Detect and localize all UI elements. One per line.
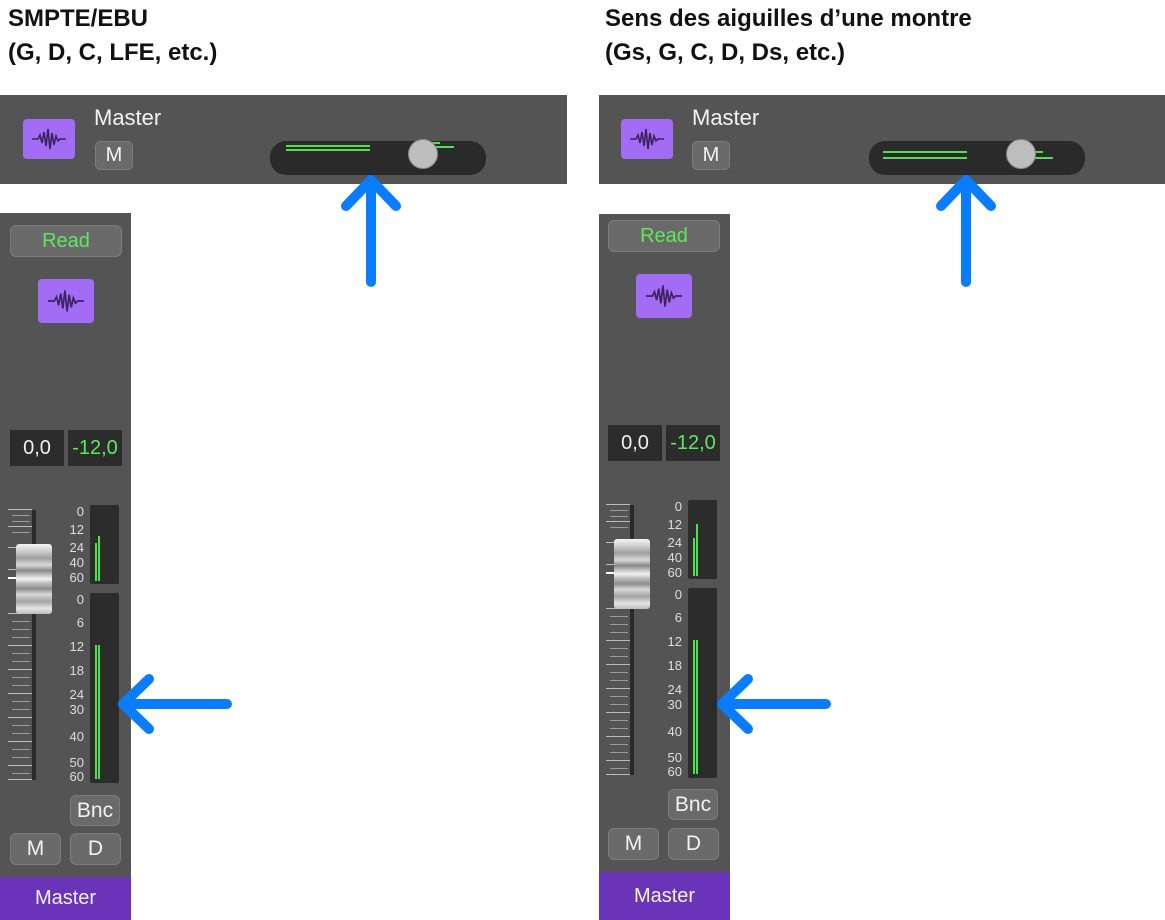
- bounce-button[interactable]: Bnc: [668, 789, 718, 820]
- track-name-bar[interactable]: Master: [599, 872, 730, 920]
- upper-level-meter: [90, 505, 119, 584]
- left-track-header[interactable]: Master M: [0, 95, 567, 184]
- meter-bar: [98, 645, 100, 779]
- meter-bar: [696, 640, 698, 774]
- right-title-line1: Sens des aiguilles d’une montre: [605, 5, 972, 32]
- volume-fader-knob[interactable]: [16, 544, 52, 614]
- lower-meter-scale: 0 6 12 18 24 30 40 50 60: [56, 593, 90, 783]
- volume-value[interactable]: 0,0: [608, 425, 662, 461]
- pan-level-line: [286, 149, 370, 151]
- meter-scale-label: 50: [667, 750, 682, 765]
- volume-value[interactable]: 0,0: [10, 430, 64, 466]
- unity-gain-marker: [8, 577, 18, 579]
- meter-scale-label: 0: [76, 592, 84, 607]
- meter-bar: [98, 536, 100, 581]
- upper-meter-scale: 0 12 24 40 60: [56, 505, 90, 585]
- pan-puck[interactable]: [408, 139, 438, 169]
- meter-bar: [95, 543, 97, 581]
- meter-scale-label: 40: [69, 555, 84, 570]
- arrow-up-icon: [341, 175, 401, 287]
- lower-meter-scale: 0 6 12 18 24 30 40 50 60: [654, 588, 688, 778]
- lower-level-meter: [90, 593, 119, 783]
- surround-pan-control[interactable]: [869, 139, 1085, 175]
- waveform-icon: [636, 274, 692, 318]
- meter-scale-label: 24: [667, 535, 682, 550]
- meter-scale-label: 60: [69, 769, 84, 784]
- meter-scale-label: 12: [69, 639, 84, 654]
- left-title-line2: (G, D, C, LFE, etc.): [8, 39, 218, 66]
- meter-scale-label: 60: [667, 764, 682, 779]
- meter-scale-label: 12: [69, 522, 84, 537]
- meter-scale-label: 18: [667, 658, 682, 673]
- meter-scale-label: 24: [69, 687, 84, 702]
- mute-button[interactable]: M: [692, 141, 730, 170]
- meter-scale-label: 18: [69, 663, 84, 678]
- meter-scale-label: 6: [76, 615, 84, 630]
- dim-button[interactable]: D: [668, 828, 719, 860]
- fader-track: [32, 510, 36, 780]
- peak-value[interactable]: -12,0: [68, 430, 122, 466]
- meter-bar: [696, 524, 698, 576]
- meter-scale-label: 60: [667, 565, 682, 580]
- meter-scale-label: 60: [69, 570, 84, 585]
- meter-scale-label: 30: [69, 702, 84, 717]
- left-title-line1: SMPTE/EBU: [8, 5, 149, 32]
- meter-scale-label: 0: [674, 499, 682, 514]
- upper-level-meter: [688, 500, 717, 579]
- meter-scale-label: 40: [667, 724, 682, 739]
- meter-scale-label: 0: [674, 587, 682, 602]
- meter-scale-label: 30: [667, 697, 682, 712]
- track-name-label: Master: [94, 105, 162, 130]
- meter-bar: [693, 640, 695, 774]
- meter-bar: [693, 538, 695, 576]
- pan-level-line: [883, 151, 967, 153]
- arrow-left-icon: [717, 674, 831, 734]
- meter-scale-label: 24: [69, 540, 84, 555]
- unity-gain-marker: [606, 572, 616, 574]
- fader-track: [630, 505, 634, 775]
- meter-scale-label: 6: [674, 610, 682, 625]
- waveform-icon: [621, 119, 673, 159]
- arrow-left-icon: [118, 674, 232, 734]
- lower-level-meter: [688, 588, 717, 778]
- arrow-up-icon: [936, 175, 996, 287]
- pan-level-line: [422, 146, 454, 148]
- dim-button[interactable]: D: [70, 833, 121, 865]
- pan-puck[interactable]: [1006, 139, 1036, 169]
- mute-button[interactable]: M: [608, 828, 659, 860]
- automation-mode-button[interactable]: Read: [10, 225, 122, 257]
- upper-meter-scale: 0 12 24 40 60: [654, 500, 688, 580]
- peak-value[interactable]: -12,0: [666, 425, 720, 461]
- waveform-icon: [38, 279, 94, 323]
- meter-scale-label: 12: [667, 634, 682, 649]
- meter-scale-label: 12: [667, 517, 682, 532]
- pan-level-line: [883, 157, 967, 159]
- meter-scale-label: 24: [667, 682, 682, 697]
- meter-scale-label: 50: [69, 755, 84, 770]
- surround-pan-control[interactable]: [270, 139, 486, 175]
- bounce-button[interactable]: Bnc: [70, 795, 120, 826]
- mute-button[interactable]: M: [95, 141, 133, 170]
- right-title-line2: (Gs, G, C, D, Ds, etc.): [605, 39, 846, 66]
- meter-scale-label: 40: [69, 729, 84, 744]
- meter-scale-label: 40: [667, 550, 682, 565]
- track-name-label: Master: [692, 105, 760, 130]
- meter-bar: [95, 645, 97, 779]
- pan-level-line: [286, 145, 370, 147]
- right-track-header[interactable]: Master M: [599, 95, 1165, 184]
- volume-fader-knob[interactable]: [614, 539, 650, 609]
- left-channel-strip: Read 0,0 -12,0: [0, 213, 131, 920]
- meter-scale-label: 0: [76, 504, 84, 519]
- waveform-icon: [23, 119, 75, 159]
- mute-button[interactable]: M: [10, 833, 61, 865]
- automation-mode-button[interactable]: Read: [608, 220, 720, 252]
- right-channel-strip: Read 0,0 -12,0: [599, 214, 730, 920]
- track-name-bar[interactable]: Master: [0, 877, 131, 920]
